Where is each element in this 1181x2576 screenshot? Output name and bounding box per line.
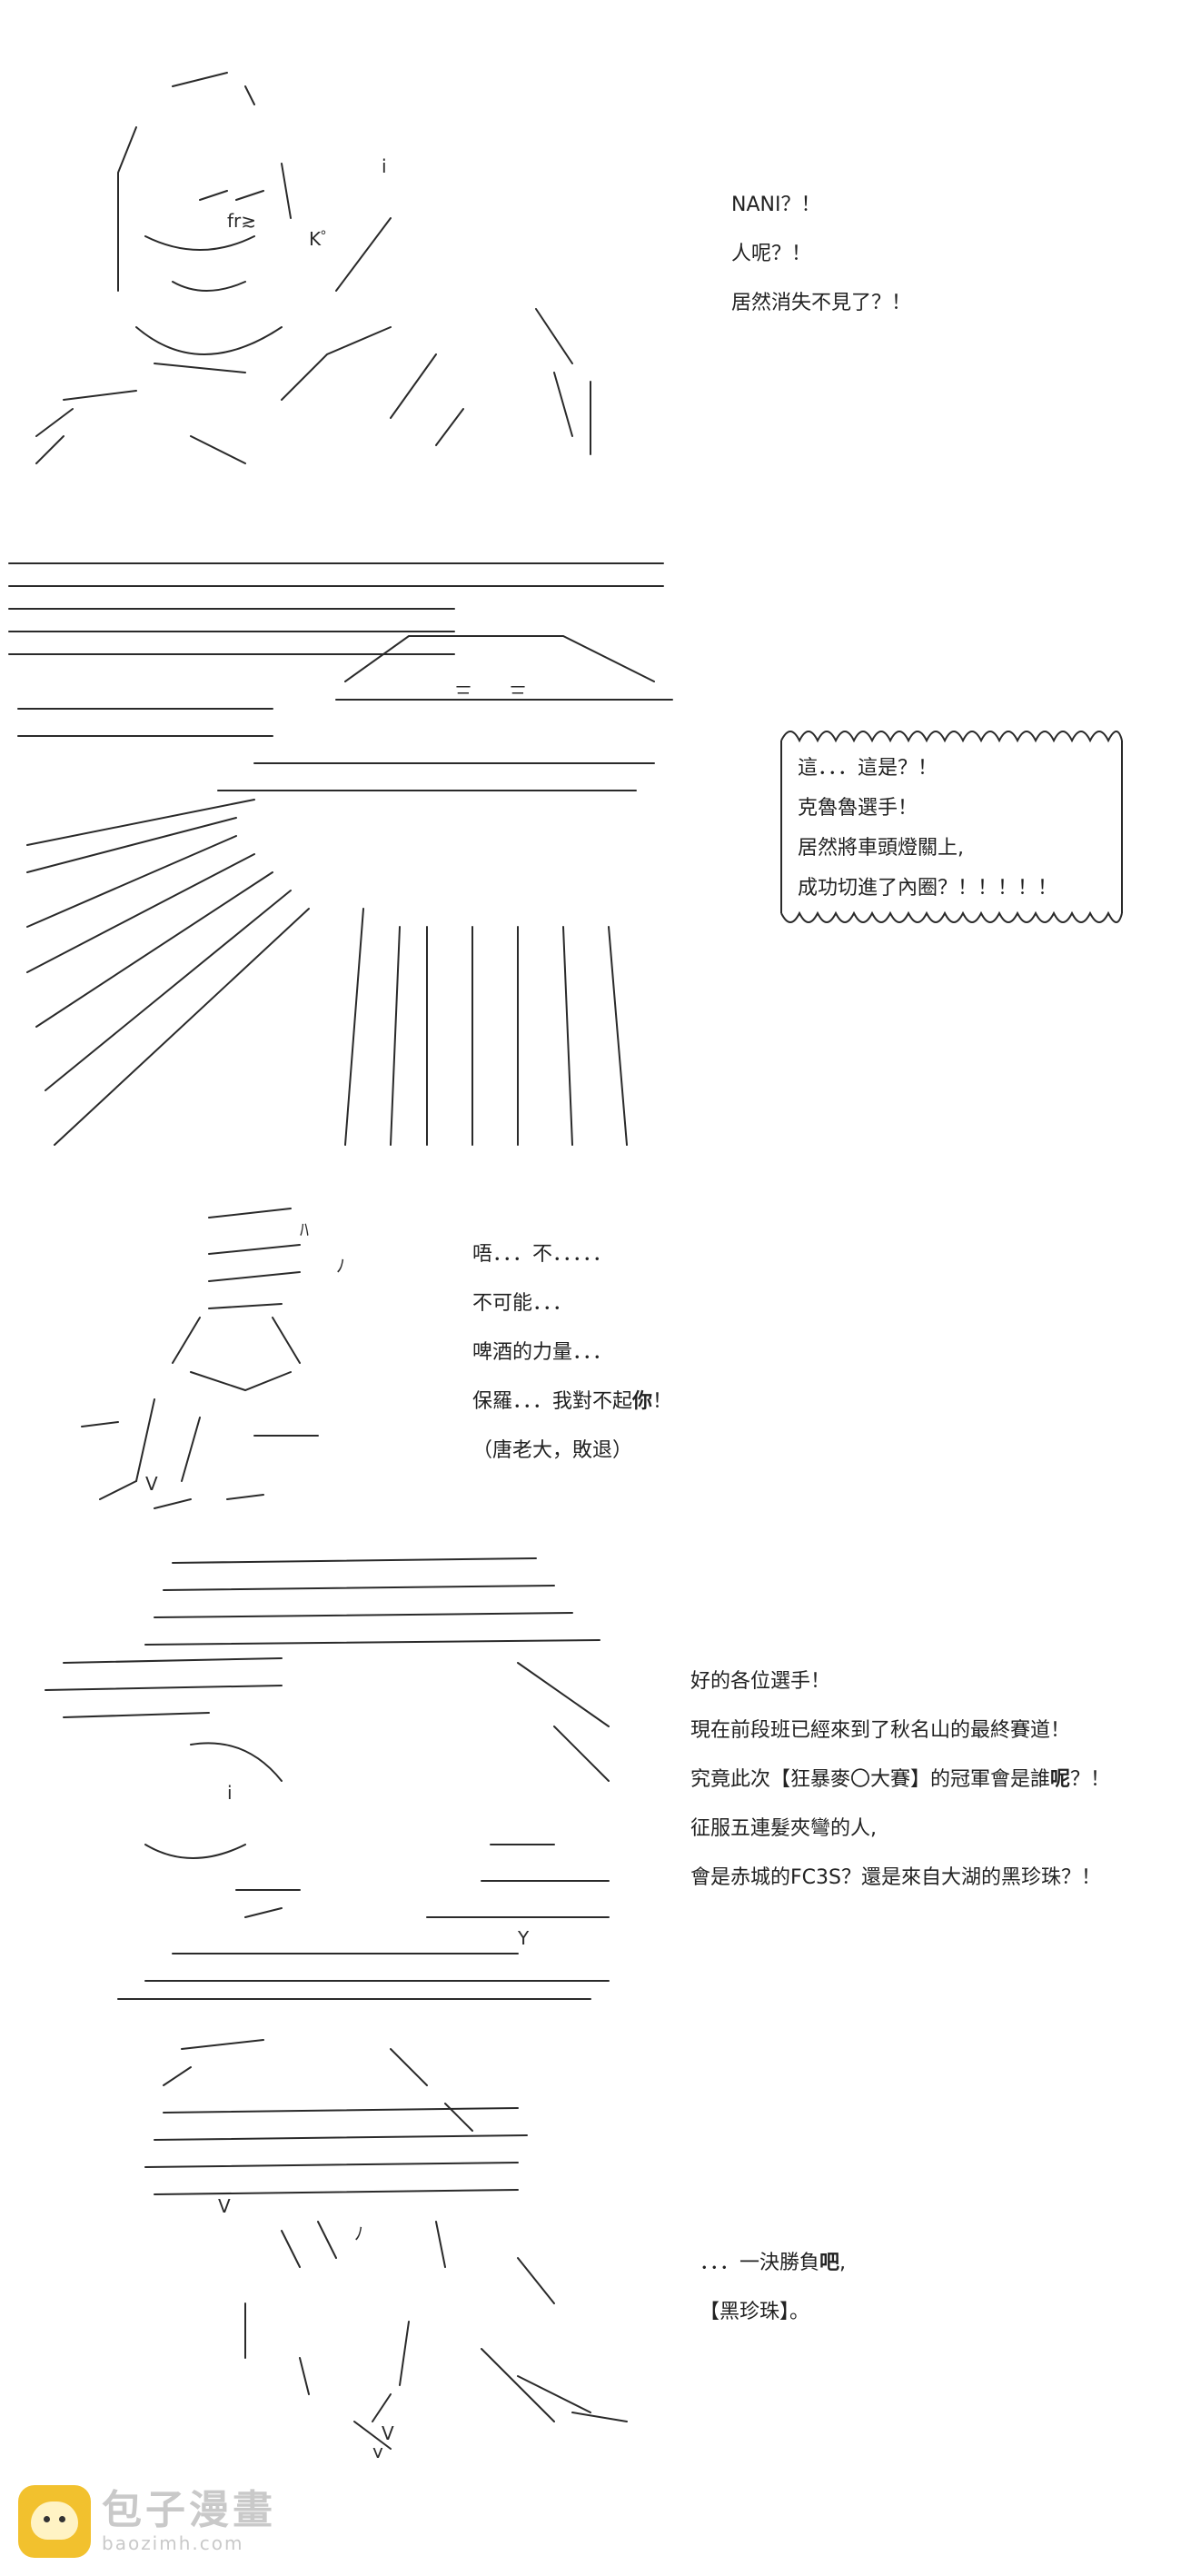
bun-logo-icon <box>18 2485 91 2558</box>
watermark-url: baozimh.com <box>102 2532 244 2555</box>
dialog-line: （唐老大，敗退） <box>472 1439 633 1462</box>
dialog-line: 現在前段班已經來到了秋名山的最終賽道！ <box>690 1719 1071 1742</box>
svg-text:fr≳: fr≳ <box>227 210 256 232</box>
svg-text:y: y <box>372 2441 383 2458</box>
watermark: 包子漫畫 baozimh.com <box>18 2485 276 2558</box>
svg-text:V: V <box>218 2195 231 2217</box>
dialog-line: 人呢？！ <box>731 243 812 265</box>
dialog-line: 會是赤城的FC3S？還是來自大湖的黑珍珠？！ <box>690 1866 1101 1889</box>
ascii-art-defeated-character: ﾊ ﾉ V <box>64 1181 418 1517</box>
dialog-line: 【黑珍珠】。 <box>700 2301 810 2323</box>
dialog-line: 不可能．．． <box>472 1292 573 1315</box>
dialog-panel-1: NANI？！ 人呢？！ 居然消失不見了？！ <box>731 195 911 343</box>
svg-text:K゜: K゜ <box>309 228 339 250</box>
svg-text:i: i <box>382 155 387 177</box>
dialog-line: ．．．一決勝負吧, <box>700 2252 847 2274</box>
dialog-line: 征服五連髮夾彎的人, <box>690 1817 877 1840</box>
watermark-title: 包子漫畫 <box>102 2486 276 2533</box>
dialog-panel-5: ．．．一決勝負吧, 【黑珍珠】。 <box>700 2253 846 2352</box>
dialog-panel-3: 唔．．．不．．．．． 不可能．．． 啤酒的力量．．． 保羅．．．我對不起你！ （… <box>472 1245 672 1490</box>
dialog-line: NANI？！ <box>731 194 821 216</box>
ascii-art-car-scene: 三三 <box>0 545 677 1163</box>
bubble-line: 成功切進了內圈？！！！！！ <box>798 877 1058 900</box>
dialog-line: 居然消失不見了？！ <box>731 292 912 314</box>
svg-text:ﾊ: ﾊ <box>300 1218 309 1240</box>
speech-bubble-jagged: 這．．．這是？！ 克魯魯選手！ 居然將車頭燈關上, 成功切進了內圈？！！！！！ <box>772 713 1131 940</box>
svg-text:V: V <box>145 1473 158 1495</box>
bubble-line: 克魯魯選手！ <box>798 797 918 820</box>
dialog-line: 唔．．．不．．．．． <box>472 1243 613 1266</box>
dialog-line: 究竟此次【狂暴麥〇大賽】的冠軍會是誰呢？！ <box>690 1768 1111 1791</box>
svg-text:三: 三 <box>509 682 527 704</box>
svg-text:i: i <box>227 1782 233 1804</box>
dialog-panel-4: 好的各位選手！ 現在前段班已經來到了秋名山的最終賽道！ 究竟此次【狂暴麥〇大賽】… <box>690 1672 1110 1917</box>
svg-text:三: 三 <box>454 682 472 704</box>
dialog-line: 保羅．．．我對不起你！ <box>472 1390 673 1413</box>
svg-text:Y: Y <box>517 1927 530 1949</box>
svg-text:ﾉ: ﾉ <box>354 2223 363 2244</box>
bubble-line: 居然將車頭燈關上, <box>798 837 964 860</box>
bubble-line: 這．．．這是？！ <box>798 757 938 780</box>
svg-text:ﾉ: ﾉ <box>336 1255 345 1277</box>
svg-text:V: V <box>382 2422 394 2444</box>
dialog-line: 好的各位選手！ <box>690 1670 831 1693</box>
dialog-line: 啤酒的力量．．． <box>472 1341 613 1364</box>
